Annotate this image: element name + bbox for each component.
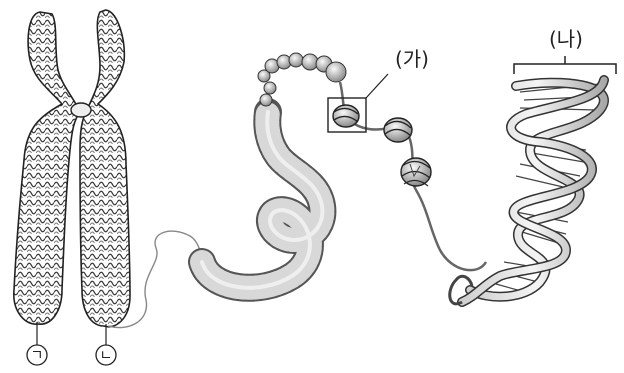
label-nucleosome: (가)	[395, 47, 429, 71]
nucleosome-1	[333, 105, 359, 127]
centromere	[71, 103, 91, 117]
label-chromatid-left: ㄱ	[27, 345, 47, 365]
dna-width-bracket	[514, 56, 616, 74]
svg-text:ㄴ: ㄴ	[100, 348, 113, 364]
label-chromatid-right: ㄴ	[96, 345, 116, 365]
left-chromatid	[14, 12, 80, 324]
right-chromatid	[80, 10, 130, 327]
label-dna-helix: (나)	[549, 27, 583, 51]
nucleosome-3	[401, 158, 431, 186]
nucleosome-2	[384, 118, 412, 142]
solenoid-fiber	[202, 112, 322, 288]
chromosome	[14, 10, 130, 327]
svg-text:ㄱ: ㄱ	[31, 348, 44, 364]
